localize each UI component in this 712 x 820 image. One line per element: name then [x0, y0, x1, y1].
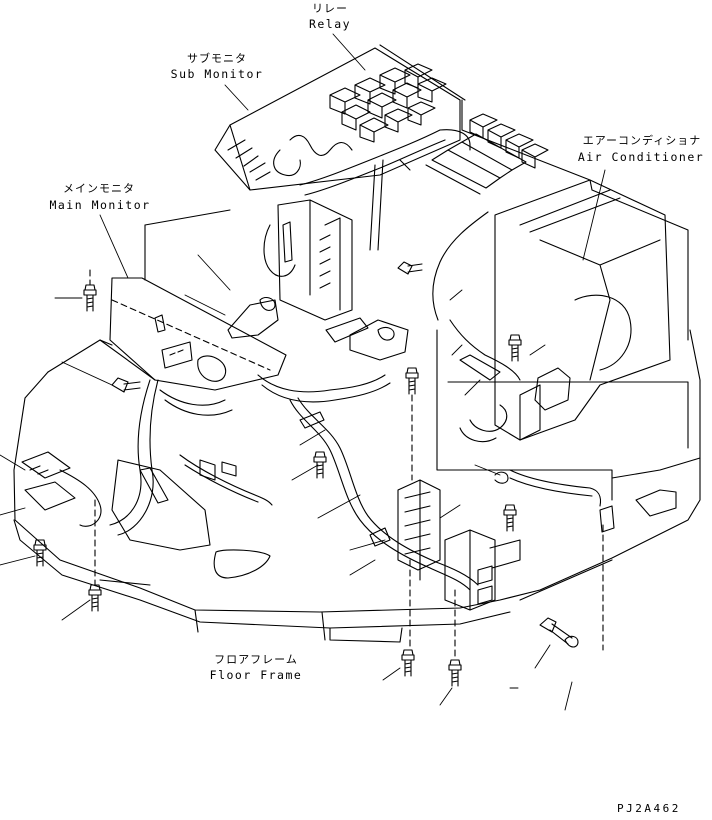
main-monitor-panel	[109, 277, 287, 391]
floor-harness	[257, 374, 479, 591]
installation-lines	[89, 269, 604, 661]
relay-label: Relay	[308, 17, 352, 31]
main-monitor-label-jp: メインモニタ	[63, 182, 135, 195]
terminal-block	[397, 479, 521, 611]
sub-monitor-label-jp: サブモニタ	[187, 52, 247, 65]
air-conditioner-label: Air Conditioner	[577, 150, 705, 164]
bolts	[33, 261, 579, 687]
left-harness	[21, 339, 273, 551]
leader-lines	[0, 33, 606, 711]
ducts	[399, 133, 527, 195]
frame-right-edge	[419, 329, 613, 601]
upper-harness	[273, 129, 471, 251]
ground-cable	[459, 404, 602, 507]
relay-label-jp: リレー	[312, 2, 348, 15]
controller-unit	[263, 199, 353, 321]
floor-frame-label-jp: フロアフレーム	[214, 653, 298, 666]
drawing-code: PJ2A462	[617, 802, 681, 815]
relay-blocks	[329, 63, 549, 169]
floor-frame-label: Floor Frame	[209, 668, 303, 682]
main-monitor-label: Main Monitor	[49, 198, 151, 212]
air-conditioner-label-jp: エアーコンディショナ	[582, 134, 702, 147]
air-conditioner-unit	[432, 179, 671, 441]
rear-panel	[144, 44, 689, 341]
center-brackets	[227, 296, 409, 361]
relay-box	[214, 47, 461, 191]
sub-monitor-label: Sub Monitor	[170, 67, 264, 81]
floor-frame-outline	[13, 329, 701, 643]
